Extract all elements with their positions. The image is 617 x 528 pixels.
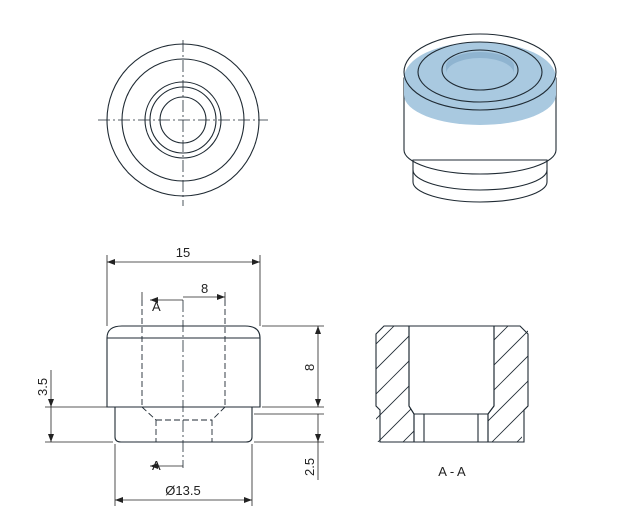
- front-view: A A 15 8 8 2.5 3.5: [35, 245, 324, 506]
- section-marker-bottom: A: [152, 458, 161, 473]
- dim-arrow-h8-top: [315, 326, 321, 334]
- section-bore-surface: [408, 325, 495, 415]
- iso-base-step: [412, 159, 548, 203]
- iso-body: [403, 77, 557, 175]
- dim-bore-width: 8: [201, 281, 208, 296]
- dim-arrow-3.5-bottom: [48, 434, 54, 442]
- front-hidden-chamfer-left: [141, 406, 157, 421]
- front-base-step: [114, 406, 253, 443]
- top-view: [98, 40, 268, 206]
- iso-top-face: [403, 33, 557, 111]
- isometric-view: [403, 33, 557, 203]
- section-label: A - A: [438, 464, 466, 479]
- dim-arrow-15-right: [252, 259, 260, 265]
- dim-arrow-dia-left: [115, 497, 123, 503]
- section-arrowhead-bottom: [150, 463, 158, 469]
- dim-arrow-h8-bottom: [315, 399, 321, 407]
- section-marker-top: A: [152, 299, 161, 314]
- dim-overall-width: 15: [176, 245, 190, 260]
- front-hidden-chamfer-right: [211, 406, 226, 421]
- dim-arrow-dia-right: [244, 497, 252, 503]
- iso-fillet-band: [404, 42, 556, 125]
- iso-base-groove: [412, 169, 548, 191]
- dim-arrow-8-right: [217, 294, 225, 300]
- section-view: A - A: [375, 325, 529, 479]
- dim-arrow-2.5: [315, 434, 321, 442]
- dim-shoulder-height: 3.5: [35, 378, 50, 396]
- dim-arrow-3.5-top: [48, 399, 54, 407]
- dim-arrow-15-left: [107, 259, 115, 265]
- section-arrowhead-top: [150, 297, 158, 303]
- dim-body-height: 8: [302, 364, 317, 371]
- section-hole-surface: [413, 413, 489, 443]
- dim-base-diameter: Ø13.5: [165, 483, 200, 498]
- iso-bore-opening: [441, 49, 519, 91]
- iso-bore-shadow: [446, 52, 514, 74]
- iso-top-chamfer: [417, 41, 543, 103]
- dim-base-height: 2.5: [302, 458, 317, 476]
